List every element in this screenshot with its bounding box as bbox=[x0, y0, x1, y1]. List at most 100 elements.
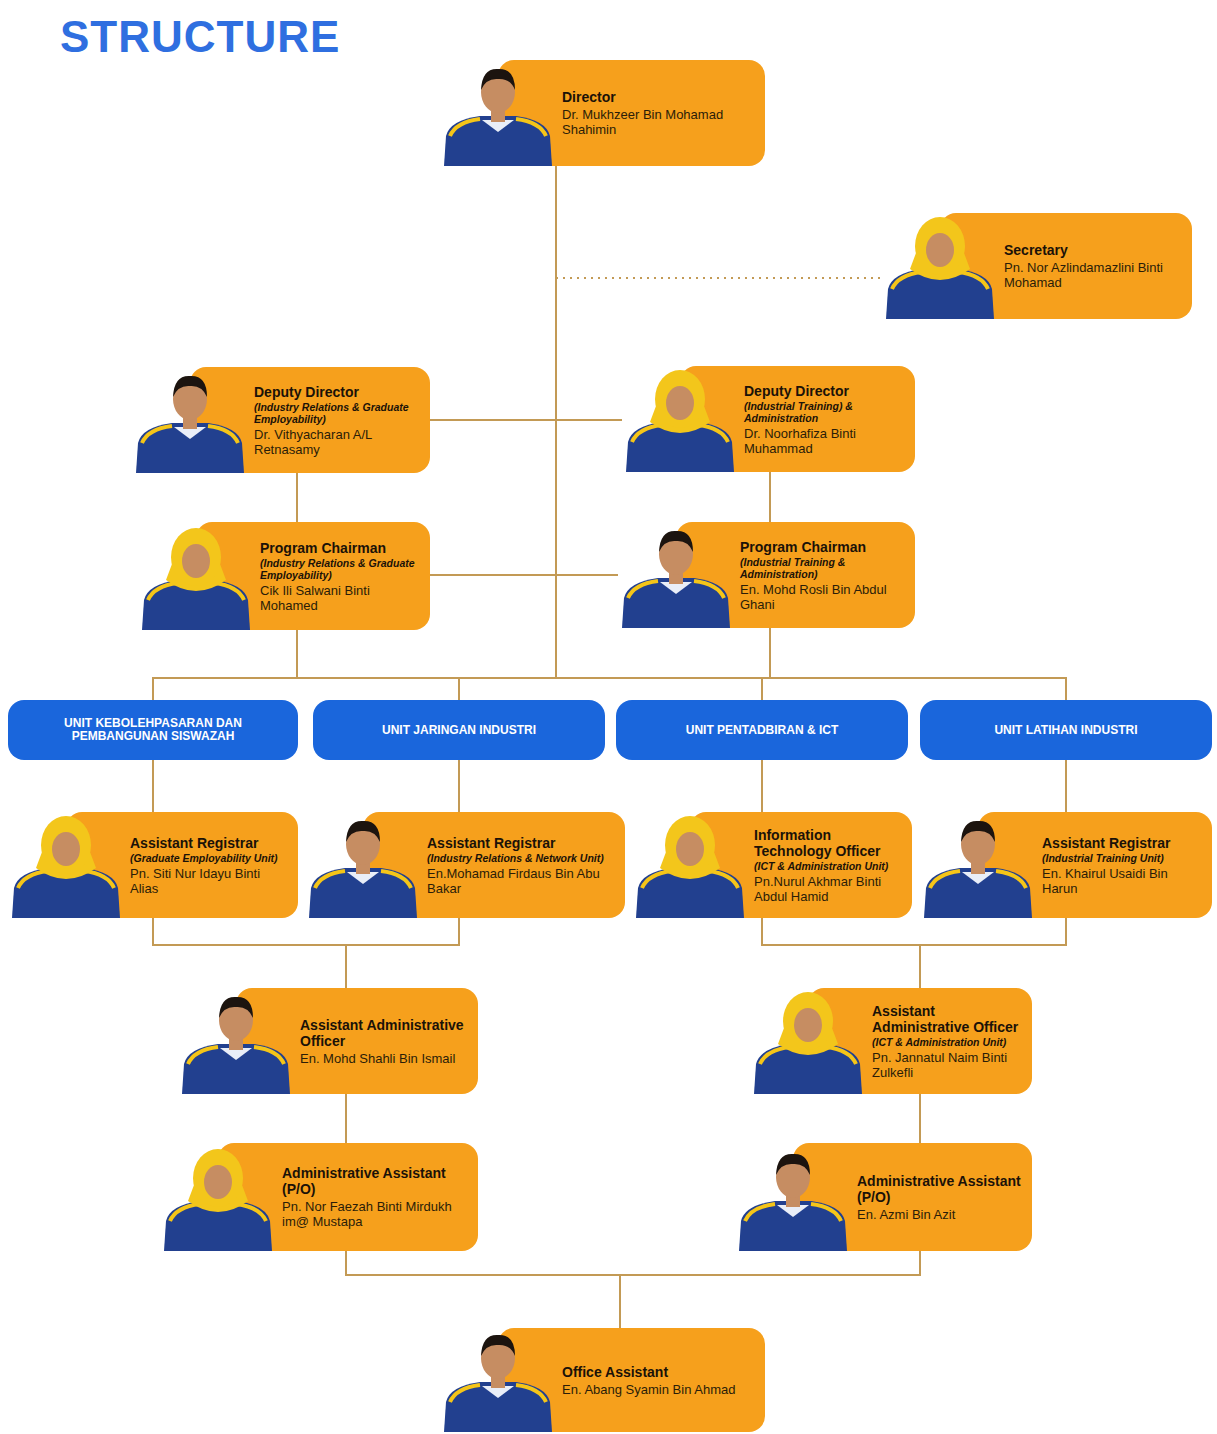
staff-name: Pn. Nor Faezah Binti Mirdukh im@ Mustapa bbox=[282, 1199, 470, 1229]
text-group: Deputy Director(Industrial Training) & A… bbox=[744, 375, 915, 464]
staff-name: En.Mohamad Firdaus Bin Abu Bakar bbox=[427, 866, 617, 896]
shirt-stripe bbox=[214, 583, 244, 600]
staff-box: Administrative Assistant (P/O)En. Azmi B… bbox=[735, 1143, 1032, 1251]
shirt-stripe bbox=[236, 1204, 266, 1221]
staff-photo bbox=[440, 60, 558, 166]
face bbox=[182, 544, 210, 578]
shirt-stripe bbox=[450, 119, 480, 136]
hijab bbox=[171, 528, 221, 586]
connector bbox=[620, 1251, 920, 1328]
shirt-stripe bbox=[315, 871, 345, 888]
connector bbox=[556, 166, 882, 278]
shirt-stripe bbox=[811, 1204, 841, 1221]
unit-name: UNIT KEBOLEHPASARAN DAN PEMBANGUNAN SISW… bbox=[20, 717, 286, 743]
hijab bbox=[783, 992, 833, 1050]
hair bbox=[219, 997, 253, 1018]
shirt bbox=[739, 1201, 847, 1251]
face bbox=[204, 1165, 232, 1199]
staff-name: Cik Ili Salwani Binti Mohamed bbox=[260, 583, 422, 613]
shirt-stripe bbox=[760, 1047, 790, 1064]
shirt-stripe bbox=[18, 871, 48, 888]
text-group: SecretaryPn. Nor Azlindamazlini Binti Mo… bbox=[1004, 234, 1192, 298]
shirt-stripe bbox=[708, 871, 738, 888]
hijab bbox=[655, 370, 705, 428]
connector bbox=[430, 166, 556, 420]
connector bbox=[1065, 760, 1067, 812]
text-group: Deputy Director(Industry Relations & Gra… bbox=[254, 376, 430, 465]
shirt-stripe bbox=[148, 583, 178, 600]
job-title: Secretary bbox=[1004, 242, 1184, 258]
staff-photo bbox=[882, 213, 1000, 319]
text-group: Administrative Assistant (P/O)En. Azmi B… bbox=[857, 1165, 1032, 1230]
staff-box: Office AssistantEn. Abang Syamin Bin Ahm… bbox=[440, 1328, 765, 1432]
connector bbox=[458, 760, 460, 812]
text-group: UNIT LATIHAN INDUSTRI bbox=[982, 720, 1149, 741]
connector bbox=[345, 1094, 347, 1143]
connector bbox=[152, 760, 154, 812]
shirt-stripe bbox=[892, 272, 922, 289]
shirt-stripe bbox=[642, 871, 672, 888]
text-group: Information Technology Officer(ICT & Adm… bbox=[754, 819, 912, 912]
text-group: Assistant Registrar(Industry Relations &… bbox=[427, 827, 625, 904]
staff-photo bbox=[138, 522, 256, 630]
connector bbox=[346, 1251, 620, 1328]
face bbox=[794, 1008, 822, 1042]
job-title: Office Assistant bbox=[562, 1364, 757, 1380]
unit-note: (Graduate Employability Unit) bbox=[130, 852, 290, 864]
staff-name: Pn.Nurul Akhmar Binti Abdul Hamid bbox=[754, 874, 904, 904]
hijab bbox=[915, 217, 965, 275]
unit-name: UNIT LATIHAN INDUSTRI bbox=[994, 724, 1137, 737]
staff-photo bbox=[440, 1328, 558, 1432]
face bbox=[52, 832, 80, 866]
text-group: Program Chairman(Industry Relations & Gr… bbox=[260, 532, 430, 621]
shirt bbox=[622, 578, 730, 628]
staff-name: Pn. Siti Nur Idayu Binti Alias bbox=[130, 866, 290, 896]
unit-note: (ICT & Administration Unit) bbox=[754, 860, 904, 872]
hair bbox=[961, 821, 995, 842]
staff-photo bbox=[132, 367, 250, 473]
staff-box: Deputy Director(Industry Relations & Gra… bbox=[132, 367, 430, 473]
staff-box: Assistant Registrar(Industrial Training … bbox=[920, 812, 1212, 918]
shirt-stripe bbox=[516, 119, 546, 136]
unit-note: (Industrial Training Unit) bbox=[1042, 852, 1204, 864]
text-group: DirectorDr. Mukhzeer Bin Mohamad Shahimi… bbox=[562, 81, 765, 145]
staff-box: Deputy Director(Industrial Training) & A… bbox=[622, 366, 915, 472]
shirt-stripe bbox=[188, 1047, 218, 1064]
connector bbox=[153, 918, 346, 988]
staff-name: En. Khairul Usaidi Bin Harun bbox=[1042, 866, 1204, 896]
job-title: Deputy Director bbox=[744, 383, 907, 399]
hair bbox=[346, 821, 380, 842]
unit-name: UNIT PENTADBIRAN & ICT bbox=[686, 724, 838, 737]
connector bbox=[346, 918, 459, 988]
shirt-stripe bbox=[826, 1047, 856, 1064]
hair bbox=[776, 1154, 810, 1175]
shirt-stripe bbox=[930, 871, 960, 888]
hair bbox=[659, 531, 693, 552]
hair bbox=[173, 376, 207, 397]
connector bbox=[459, 166, 556, 700]
connector bbox=[769, 472, 771, 522]
shirt-stripe bbox=[84, 871, 114, 888]
staff-box: Administrative Assistant (P/O)Pn. Nor Fa… bbox=[160, 1143, 478, 1251]
text-group: UNIT PENTADBIRAN & ICT bbox=[674, 720, 850, 741]
connector bbox=[761, 760, 763, 812]
connector bbox=[430, 574, 618, 576]
staff-box: Assistant Registrar(Industry Relations &… bbox=[305, 812, 625, 918]
staff-name: Dr. Noorhafiza Binti Muhammad bbox=[744, 426, 907, 456]
shirt-stripe bbox=[745, 1204, 775, 1221]
shirt bbox=[444, 1382, 552, 1432]
staff-box: SecretaryPn. Nor Azlindamazlini Binti Mo… bbox=[882, 213, 1192, 319]
staff-box: DirectorDr. Mukhzeer Bin Mohamad Shahimi… bbox=[440, 60, 765, 166]
shirt-stripe bbox=[632, 425, 662, 442]
job-title: Administrative Assistant (P/O) bbox=[282, 1165, 470, 1197]
unit-note: (Industry Relations & Graduate Employabi… bbox=[254, 401, 422, 425]
connector bbox=[297, 630, 459, 700]
connector bbox=[762, 628, 770, 700]
job-title: Assistant Registrar bbox=[427, 835, 617, 851]
staff-name: Dr. Mukhzeer Bin Mohamad Shahimin bbox=[562, 107, 757, 137]
unit-name: UNIT JARINGAN INDUSTRI bbox=[382, 724, 536, 737]
unit-note: (Industry Relations & Network Unit) bbox=[427, 852, 617, 864]
hijab bbox=[41, 816, 91, 874]
text-group: Assistant Administrative OfficerEn. Mohd… bbox=[300, 1009, 478, 1074]
text-group: Assistant Registrar(Industrial Training … bbox=[1042, 827, 1212, 904]
